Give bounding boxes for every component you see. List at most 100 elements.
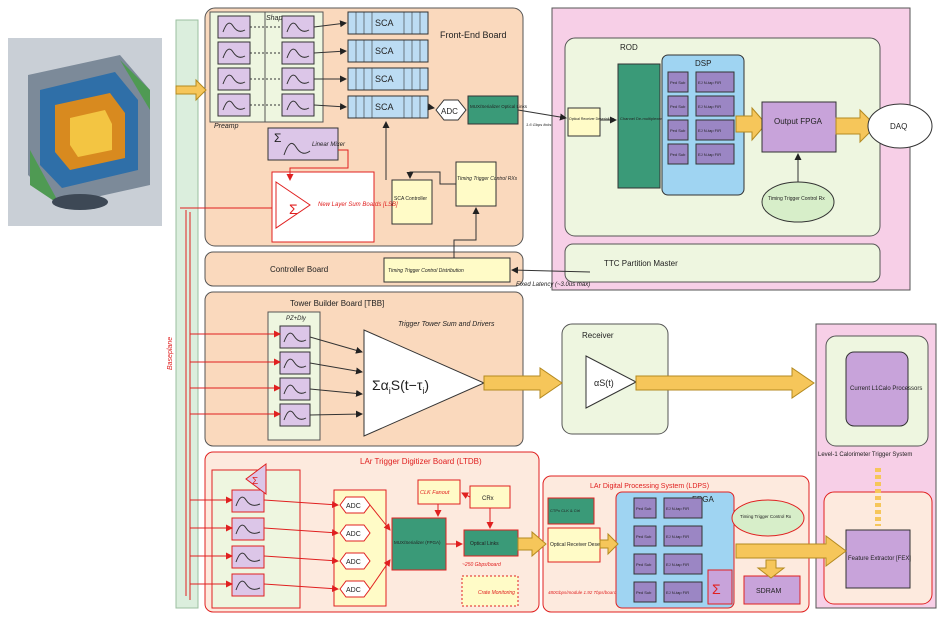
rod-title: ROD [620, 43, 638, 52]
ldps-deserializer-label: Optical Receiver Deserializer [550, 542, 615, 548]
linear-mixer-label: Linear Mixer [312, 142, 346, 148]
ltdb-channel [231, 489, 265, 597]
baseplane-strip: Baseplane [167, 19, 199, 609]
output-fpga-label: Output FPGA [774, 117, 823, 126]
ped-sub-label: Ped Sub [636, 590, 652, 595]
rod-timing-label: Timing Trigger Control Rx [768, 196, 825, 202]
ldps-ped-sub-group: Ped Sub Ped Sub Ped Sub Ped Sub [633, 497, 657, 603]
sca-controller-label: SCA Controller [394, 196, 427, 202]
tbb-title: Tower Builder Board [TBB] [290, 299, 384, 308]
ldps-board: LAr Digital Processing System (LDPS) CTP… [542, 475, 810, 613]
linear-mixer: Σ Linear Mixer [267, 127, 346, 161]
ldps-timing-label: Timing Trigger Control Rx [740, 514, 792, 519]
receiver-title: Receiver [582, 331, 614, 340]
deser-to-fpga-arrow [599, 532, 619, 556]
adc-label: ADC [346, 587, 361, 594]
fixed-latency-label: Fixed Latency (~3.0us max) [516, 282, 590, 288]
rod-ej-group: EJ N-tap FIR EJ N-tap FIR EJ N-tap FIR E… [695, 71, 735, 165]
ltdb-optical-links-label: Optical Links [470, 541, 499, 547]
sum-formula: ΣαiS(t−τi) [372, 377, 429, 396]
output-to-daq-arrow [835, 108, 877, 144]
ltdb-sigma-driver [245, 463, 267, 495]
ej-fir-label: EJ N-tap FIR [698, 80, 721, 85]
pz-dly-label: PZ+Dly [286, 316, 307, 322]
ldps-to-fex-arrow [735, 535, 847, 567]
sca-controller: SCA Controller [391, 179, 433, 225]
sca-label: SCA [375, 74, 394, 84]
lsb-sigma: Σ [289, 201, 298, 217]
ej-fir-label: EJ N-tap FIR [698, 104, 721, 109]
daq-label: DAQ [890, 122, 907, 131]
l1calo-title: Level-1 Calorimeter Trigger System [818, 452, 912, 458]
baseplane-label: Baseplane [167, 337, 174, 370]
sca-group: SCA SCA SCA SCA [347, 11, 429, 119]
red-signal-lines [180, 149, 494, 600]
adc-node: ADC [435, 99, 467, 121]
input-fpga-label: Channel De-multiplexer INPUT FPGA [620, 116, 687, 121]
tbb-board: Tower Builder Board [TBB] PZ+Dly Trigger… [204, 291, 524, 447]
lsb-label: New Layer Sum Boards [LSB] [318, 202, 398, 208]
ldps-ctrl-label: CTPx CLK & Ctrl [550, 508, 580, 513]
shaper-label: Shaper [266, 15, 289, 22]
ped-sub-label: Ped Sub [670, 152, 686, 157]
detector-image [8, 38, 162, 226]
adc-label: ADC [346, 503, 361, 510]
mux-fpga-label: MUX/Serializer (FPGA) [394, 540, 441, 545]
current-l1calo-label: Current L1Calo Processors [850, 386, 922, 392]
adc-label: ADC [441, 107, 458, 116]
ej-fir-label: EJ N-tap FIR [666, 590, 689, 595]
optical-links-label: MUX/Serializer Optical Links [470, 104, 528, 109]
sum-drivers-label: Trigger Tower Sum and Drivers [398, 321, 495, 328]
ej-fir-label: EJ N-tap FIR [666, 534, 689, 539]
sigma-symbol: Σ [274, 131, 281, 145]
ldps-ej-group: EJ N-tap FIR EJ N-tap FIR EJ N-tap FIR E… [663, 497, 703, 603]
dsp-label: DSP [695, 59, 711, 68]
crx-label: CRx [482, 496, 494, 502]
dsp-to-output-arrow [735, 106, 767, 142]
ldps-title: LAr Digital Processing System (LDPS) [590, 483, 709, 490]
ttc-master-label: TTC Partition Master [604, 259, 678, 268]
rod-deserializer-label: Optical Receiver Deserializer [569, 117, 615, 121]
ej-fir-label: EJ N-tap FIR [698, 128, 721, 133]
l1calo-system: Current L1Calo Processors Level-1 Calori… [815, 323, 937, 609]
preamp-label: Preamp [214, 123, 239, 130]
daq-node: DAQ [867, 103, 933, 149]
rod-ped-sub-group: Ped Sub Ped Sub Ped Sub Ped Sub [667, 71, 689, 165]
input-arrow [175, 78, 207, 102]
ldps-sigma: Σ [712, 581, 721, 597]
adc-label: ADC [346, 531, 361, 538]
ltdb-board: LAr Trigger Digitizer Board (LTDB) Σ ADC… [204, 451, 540, 613]
sca-label: SCA [375, 46, 394, 56]
optical-links-box: MUX/Serializer Optical Links [467, 95, 528, 125]
sdram-label: SDRAM [756, 588, 781, 595]
ltdb-title: LAr Trigger Digitizer Board (LTDB) [360, 457, 482, 466]
ej-fir-label: EJ N-tap FIR [666, 562, 689, 567]
controller-board: Controller Board Timing Trigger Control … [204, 251, 524, 287]
receiver-alpha: αS(t) [594, 378, 614, 388]
rod-board: ROD Optical Receiver Deserializer Channe… [551, 7, 911, 291]
ltdb-rate-label: ~250 Gbps/board [462, 562, 501, 568]
adc-label: ADC [346, 559, 361, 566]
timing-trigger-rx: Timing Trigger Control RXs [455, 161, 518, 207]
controller-title: Controller Board [270, 265, 328, 274]
shaper-channel [281, 15, 315, 117]
ej-fir-label: EJ N-tap FIR [698, 152, 721, 157]
ttc-distribution-label: Timing Trigger Control Distribution [388, 268, 464, 274]
ltdb-to-ldps-arrow [517, 530, 547, 558]
front-end-board: Front-End Board Preamp Shaper [204, 7, 528, 247]
ped-sub-label: Ped Sub [670, 80, 686, 85]
ej-fir-label: EJ N-tap FIR [666, 506, 689, 511]
tbb-to-receiver-arrow [483, 367, 563, 399]
ldps-fpga-label: FPGA [692, 495, 714, 504]
clk-fanout-label: CLK Fanout [420, 490, 450, 496]
sca-label: SCA [375, 18, 394, 28]
ped-sub-label: Ped Sub [670, 128, 686, 133]
ped-sub-label: Ped Sub [636, 506, 652, 511]
preamp-channel [217, 15, 251, 117]
link-rate-label: 1.6 Gbps links [526, 122, 551, 127]
lsb-box: Σ New Layer Sum Boards [LSB] [271, 171, 398, 243]
timing-trigger-rx-label: Timing Trigger Control RXs [457, 176, 518, 182]
fex-label: Feature Extractor [FEX] [848, 556, 911, 562]
sca-label: SCA [375, 102, 394, 112]
